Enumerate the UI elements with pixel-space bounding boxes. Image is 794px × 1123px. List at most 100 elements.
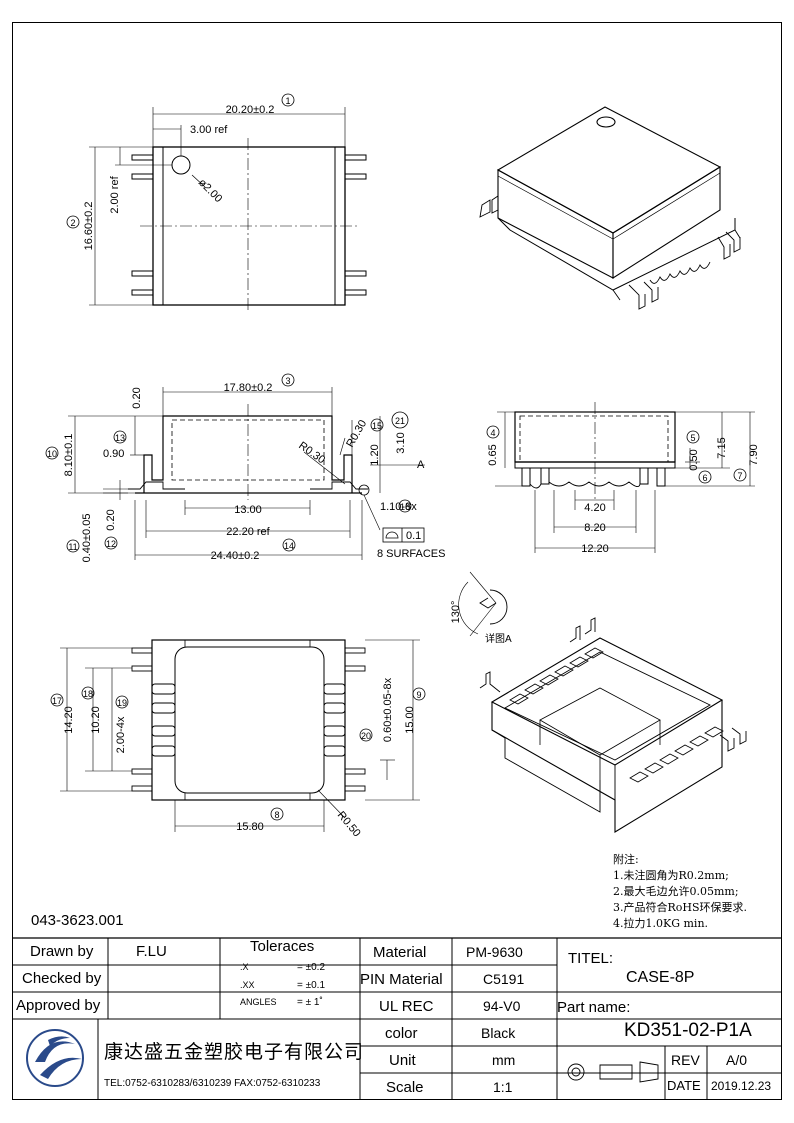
tol-xx-value: = ±0.1 [297, 980, 326, 991]
notes-block: 附注: 1.未注圆角为R0.2mm; 2.最大毛边允许0.05mm; 3.产品符… [613, 852, 747, 932]
dim-2220: 22.20 ref [226, 526, 270, 538]
dim-flat: 0.1 [406, 530, 421, 542]
dim-200: 2.00-4x [115, 716, 127, 753]
rev-value: A/0 [726, 1052, 748, 1068]
approved-by-label: Approved by [16, 997, 101, 1014]
tol-x: .X [240, 962, 249, 972]
dim-1300: 13.00 [234, 504, 262, 516]
iso-view-closed [479, 106, 741, 310]
dim-090: 0.90 [103, 448, 124, 460]
drawn-by-value: F.LU [136, 943, 167, 960]
ref-9: 9 [416, 690, 421, 700]
part-name-value: KD351-02-P1A [624, 1020, 752, 1041]
company-logo [26, 1029, 84, 1087]
material-label: Material [373, 944, 427, 961]
dim-2440: 24.40±0.2 [211, 550, 260, 562]
ul-value: 94-V0 [483, 998, 521, 1014]
ref-6: 6 [702, 473, 707, 483]
dim-040: 0.40±0.05 [81, 514, 93, 563]
scale-value: 1:1 [493, 1079, 513, 1095]
scale-label: Scale [386, 1079, 424, 1096]
rev-label: REV [671, 1052, 700, 1068]
iso-view-open [479, 617, 747, 833]
note-item: 2.最大毛边允许0.05mm; [613, 885, 739, 898]
dim-1500: 15.00 [404, 706, 416, 734]
dim-060: 0.60±0.05-8x [382, 677, 394, 742]
ref-10: 10 [47, 449, 57, 459]
dimension-labels: 20.20±0.2 1 3.00 ref 16.60±0.2 2 2.00 re… [47, 96, 760, 839]
dim-050: 0.50 [688, 449, 700, 470]
dim-020: 0.20 [105, 509, 117, 530]
ref-2: 2 [70, 218, 75, 228]
detail-label: 详图A [485, 632, 512, 645]
ref-19: 19 [117, 698, 127, 708]
unit-label: Unit [389, 1052, 416, 1069]
dim-420: 4.20 [584, 502, 605, 514]
unit-value: mm [492, 1052, 516, 1068]
detail-angle: 130° [450, 601, 462, 624]
note-item: 4.拉力1.0KG min. [613, 917, 709, 930]
notes-heading: 附注: [613, 853, 639, 866]
ref-1: 1 [285, 96, 290, 106]
dim-820: 8.20 [584, 522, 605, 534]
company-name: 康达盛五金塑胶电子有限公司 [104, 1041, 365, 1063]
ref-15: 15 [372, 421, 382, 431]
front-view [45, 373, 425, 560]
dim-r2: R0.30 [296, 440, 327, 467]
tol-xx: .XX [240, 980, 255, 990]
pin-material-label: PIN Material [360, 971, 443, 988]
dim-h120: 1.20 [369, 444, 381, 465]
dim-h310: 3.10 [395, 432, 407, 453]
color-label: color [385, 1025, 418, 1042]
title-label: TITEL: [568, 950, 614, 967]
checked-by-label: Checked by [22, 970, 102, 987]
dim-hole-y: 2.00 ref [109, 175, 121, 213]
tolerances-label: Toleraces [250, 938, 315, 955]
ref-3: 3 [285, 376, 290, 386]
ul-label: UL REC [379, 998, 434, 1015]
dim-width: 20.20±0.2 [226, 104, 275, 116]
dim-1220: 12.20 [581, 543, 609, 555]
dim-height: 16.60±0.2 [83, 202, 95, 251]
dim-hole-dia: ø2.00 [196, 177, 224, 205]
dim-065: 0.65 [487, 444, 499, 465]
dim-1580: 15.80 [236, 821, 264, 833]
ref-5: 5 [690, 433, 695, 443]
date-value: 2019.12.23 [711, 1079, 772, 1093]
tol-angles: ANGLES [240, 997, 277, 1007]
ref-13: 13 [115, 433, 125, 443]
dim-surfaces: 8 SURFACES [377, 548, 445, 560]
top-view [66, 93, 367, 312]
title-block-grid [12, 937, 782, 1100]
dim-715: 7.15 [716, 437, 728, 458]
dim-r1: R0.30 [344, 418, 369, 449]
dim-110: 1.10-8x [380, 501, 417, 513]
dim-top: 0.20 [131, 387, 143, 408]
ref-14: 14 [284, 541, 294, 551]
material-value: PM-9630 [466, 944, 523, 960]
ref-4: 4 [490, 428, 495, 438]
document-number: 043-3623.001 [31, 912, 124, 929]
ref-12: 12 [106, 539, 116, 549]
dim-810: 8.10±0.1 [63, 434, 75, 477]
drawing-frame [12, 22, 782, 1100]
part-name-label: Part name: [557, 999, 631, 1016]
ref-8: 8 [274, 810, 279, 820]
dim-1020: 10.20 [90, 706, 102, 734]
dim-a: A [417, 459, 425, 471]
date-label: DATE [667, 1078, 701, 1093]
color-value: Black [481, 1025, 516, 1041]
note-item: 3.产品符合RoHS环保要求. [613, 901, 748, 914]
dim-r050: R0.50 [335, 809, 363, 839]
tol-angles-value: = ± 1˚ [297, 997, 323, 1008]
dim-inner-width: 17.80±0.2 [224, 382, 273, 394]
title-value: CASE-8P [626, 969, 695, 986]
drawn-by-label: Drawn by [30, 943, 94, 960]
bottom-view [50, 639, 426, 832]
dim-790: 7.90 [748, 444, 760, 465]
ref-17: 17 [52, 696, 62, 706]
ref-11: 11 [68, 542, 77, 552]
ref-20: 20 [361, 731, 371, 741]
ref-21: 21 [395, 416, 405, 426]
